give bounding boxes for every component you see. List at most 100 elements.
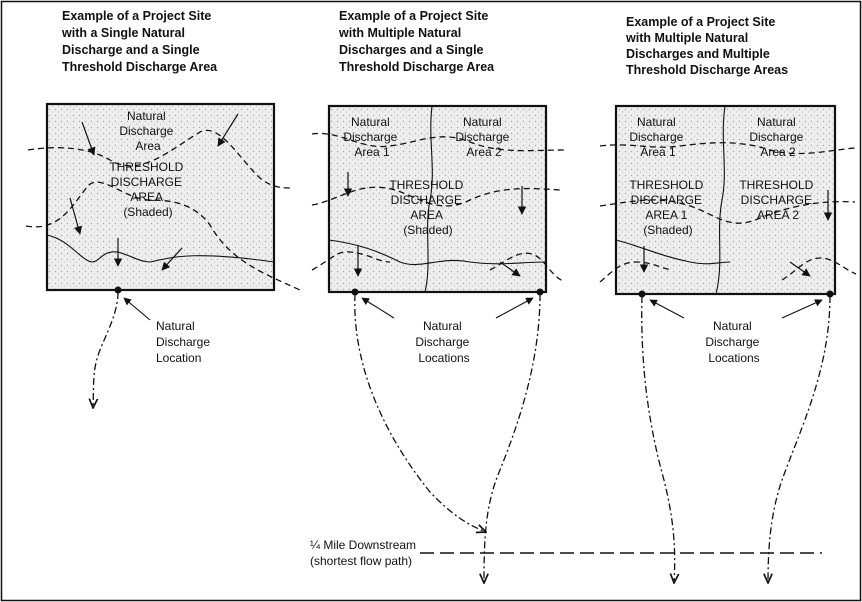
- panel-2-title: Example of a Project Site with Multiple …: [338, 9, 495, 74]
- label-line: DISCHARGE: [631, 193, 702, 207]
- panel-3-title: Example of a Project Site with Multiple …: [625, 15, 788, 77]
- panel-2-title-line: with Multiple Natural: [338, 26, 461, 40]
- label-line: Natural: [351, 115, 390, 129]
- panel-2-area-divide: [424, 105, 433, 293]
- panel-1-title-line: Threshold Discharge Area: [62, 60, 218, 74]
- panel-3-outlet-boundary: [599, 261, 673, 283]
- panel-2-location-label: Natural Discharge Locations: [415, 319, 472, 365]
- panel-2-title-line: Discharges and a Single: [339, 43, 484, 57]
- panel-1-runoff-arrow: [69, 197, 83, 235]
- label-line: Area 2: [760, 145, 796, 159]
- panel-3-location-label: Natural Discharge Locations: [705, 319, 762, 365]
- panel-1-title-line: Example of a Project Site: [62, 9, 211, 23]
- label-line: Natural: [713, 319, 752, 333]
- label-line: Discharge: [415, 335, 469, 349]
- panel-3-title-line: Threshold Discharge Areas: [626, 63, 788, 77]
- panel-2: Example of a Project Site with Multiple …: [311, 9, 566, 583]
- panel-3: Example of a Project Site with Multiple …: [599, 15, 857, 583]
- label-line: (Shaded): [123, 205, 172, 219]
- panel-2-location-leader: [361, 297, 395, 319]
- label-line: (Shaded): [643, 223, 692, 237]
- panel-3-downstream-flow-1: [641, 295, 675, 583]
- label-line: Discharge: [705, 335, 759, 349]
- panel-1-natural-discharge-area-label: Natural Discharge Area: [119, 109, 176, 153]
- panel-2-threshold-area-label: THRESHOLD DISCHARGE AREA (Shaded): [389, 178, 466, 237]
- panel-3-threshold-boundary: [615, 239, 731, 265]
- panel-1-runoff-arrow: [217, 113, 239, 147]
- panel-3-downstream-flow-2: [768, 295, 831, 583]
- label-line: DISCHARGE: [391, 193, 462, 207]
- panel-1-threshold-boundary: [46, 234, 275, 263]
- label-line: Locations: [418, 351, 469, 365]
- panel-3-location-leader: [649, 299, 685, 319]
- panel-1-location-label: Natural Discharge Location: [156, 319, 213, 365]
- label-line: Natural: [156, 319, 195, 333]
- panel-3-title-line: Discharges and Multiple: [626, 47, 770, 61]
- label-line: THRESHOLD: [389, 178, 463, 192]
- panel-3-area-1-label: Natural Discharge Area 1: [629, 115, 686, 159]
- label-line: Locations: [708, 351, 759, 365]
- panel-1-downstream-flow: [93, 291, 119, 408]
- label-line: THRESHOLD: [629, 178, 703, 192]
- label-line: Natural: [757, 115, 796, 129]
- label-line: Discharge: [343, 130, 397, 144]
- panel-2-outlet-boundary: [489, 252, 566, 283]
- label-line: AREA: [130, 190, 163, 204]
- label-line: Natural: [463, 115, 502, 129]
- panel-2-area-2-label: Natural Discharge Area 2: [455, 115, 512, 159]
- panel-3-title-line: with Multiple Natural: [625, 31, 748, 45]
- panel-2-title-line: Example of a Project Site: [339, 9, 488, 23]
- label-line: Natural: [423, 319, 462, 333]
- label-line: AREA 2: [757, 208, 799, 222]
- panel-3-runoff-arrow: [789, 261, 811, 277]
- label-line: Discharge: [629, 130, 683, 144]
- panel-1-title-line: Discharge and a Single: [62, 43, 200, 57]
- label-line: DISCHARGE: [741, 193, 812, 207]
- panel-2-threshold-boundary: [328, 239, 547, 266]
- panel-1-runoff-arrow: [81, 121, 96, 156]
- label-line: Natural: [127, 109, 166, 123]
- label-line: DISCHARGE: [111, 175, 182, 189]
- panel-3-area-divide: [715, 105, 726, 295]
- panel-1-runoff-arrow: [161, 247, 183, 271]
- label-line: THRESHOLD: [739, 178, 813, 192]
- label-line: ¼ Mile Downstream: [310, 538, 416, 552]
- panel-1-discharge-point: [114, 286, 122, 294]
- label-line: THRESHOLD: [109, 160, 183, 174]
- label-line: Area 1: [640, 145, 676, 159]
- label-line: Area: [135, 139, 161, 153]
- panel-2-site-box: [327, 104, 548, 294]
- panel-1-threshold-divide: [25, 181, 301, 291]
- downstream-label: ¼ Mile Downstream (shortest flow path): [310, 538, 419, 568]
- panel-3-area-boundary: [599, 142, 856, 155]
- panel-2-downstream-flow-2: [484, 293, 541, 583]
- panel-2-downstream-flow-1: [354, 293, 486, 532]
- panel-1-threshold-area-label: THRESHOLD DISCHARGE AREA (Shaded): [109, 160, 186, 219]
- panel-2-discharge-point-2: [536, 288, 544, 296]
- label-line: AREA: [410, 208, 443, 222]
- panel-3-discharge-point-1: [638, 290, 646, 298]
- label-line: Area 2: [466, 145, 502, 159]
- panel-2-title-line: Threshold Discharge Area: [339, 60, 495, 74]
- label-line: (shortest flow path): [310, 554, 412, 568]
- label-line: (Shaded): [403, 223, 452, 237]
- panel-3-area-2-label: Natural Discharge Area 2: [749, 115, 806, 159]
- panel-1-location-leader: [123, 297, 151, 321]
- panel-3-discharge-point-2: [826, 290, 834, 298]
- label-line: Discharge: [749, 130, 803, 144]
- label-line: Natural: [637, 115, 676, 129]
- label-line: Discharge: [119, 124, 173, 138]
- panel-3-outlet-boundary: [781, 257, 857, 281]
- panel-3-location-leader: [781, 299, 823, 319]
- panel-1: Example of a Project Site with a Single …: [25, 9, 301, 408]
- label-line: Discharge: [156, 335, 210, 349]
- panel-2-runoff-arrow: [499, 261, 521, 277]
- panel-3-threshold-area-1-label: THRESHOLD DISCHARGE AREA 1 (Shaded): [629, 178, 706, 237]
- panel-2-outlet-boundary: [311, 251, 391, 271]
- panel-1-title-line: with a Single Natural: [61, 26, 185, 40]
- panel-2-location-leader: [495, 297, 534, 319]
- panel-3-title-line: Example of a Project Site: [626, 15, 775, 29]
- panel-2-area-1-label: Natural Discharge Area 1: [343, 115, 400, 159]
- panel-1-title: Example of a Project Site with a Single …: [61, 9, 218, 74]
